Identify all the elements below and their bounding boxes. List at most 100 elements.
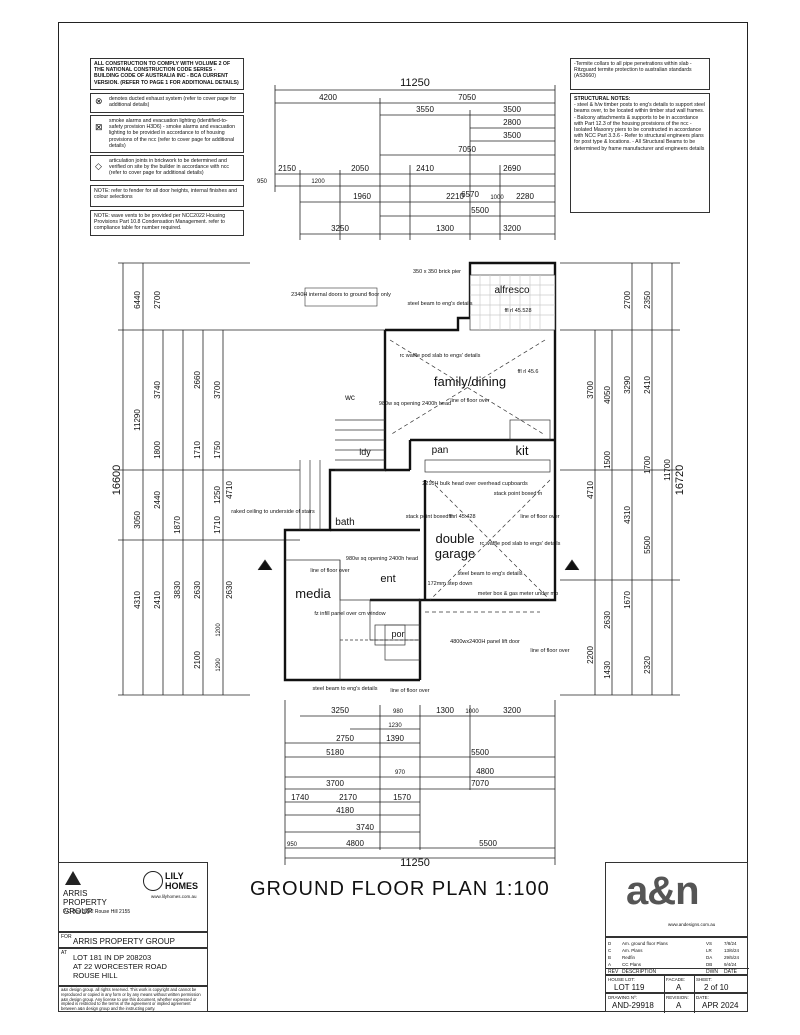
rev-row-1-dwn: LR	[706, 948, 712, 953]
dim-bot-r1-d: 1000	[465, 709, 479, 715]
dim-top-r1-a: 4200	[319, 93, 337, 102]
internal-doors-note: 2340H internal doors to ground floor onl…	[291, 292, 391, 298]
dim-top-r10-c: 3200	[503, 224, 521, 233]
rev-row-3-rev: A	[608, 962, 612, 967]
dim-top-r8-d: 2280	[516, 192, 534, 201]
floor-over-note-3: line of floor over	[310, 568, 349, 574]
dim-bot-overall: 11250	[400, 857, 430, 869]
garage-door-note: 4800wx2400H panel lift door	[450, 639, 520, 645]
date-label: DATE:	[696, 995, 709, 1000]
room-alfresco: alfresco	[494, 285, 529, 296]
rev-header-rev: REV	[608, 969, 619, 975]
opening-note-2: 980w sq opening 2400h head	[346, 556, 418, 562]
dim-left-16: 2410	[153, 591, 162, 609]
dim-top-r3: 2800	[503, 118, 521, 127]
dim-top-r6-d: 2690	[503, 164, 521, 173]
builder-address: P.O Box 3232 Rouse Hill 2155	[63, 909, 131, 915]
stack-point-note-1: stack point boxed in	[494, 491, 543, 497]
builder-block: ARRIS PROPERTY GROUP P.O Box 3232 Rouse …	[58, 862, 208, 932]
house-lot-value: LOT 119	[614, 983, 645, 992]
lily-logo-icon	[143, 871, 163, 891]
dim-bot-r1-a: 3250	[331, 706, 349, 715]
dim-bot-r7-b: 2170	[339, 793, 357, 802]
dim-left-22: 1290	[216, 658, 222, 672]
floor-over-note-4: line of floor over	[530, 648, 569, 654]
dim-left-8: 1750	[213, 441, 222, 459]
dim-right-14: 2200	[586, 646, 595, 664]
dim-bot-r7-a: 1740	[291, 793, 309, 802]
articulation-icon: ◇	[95, 161, 102, 171]
room-wc: wc	[344, 393, 355, 402]
revision-value: A	[676, 1001, 682, 1010]
partner-name: LILY HOMES	[165, 871, 199, 891]
designer-block: a&n www.andesigns.com.au	[605, 862, 748, 937]
dim-bot-r6-b: 7070	[471, 779, 489, 788]
partner-url: www.lilyhomes.com.au	[151, 894, 197, 899]
dim-left-9: 4710	[225, 481, 234, 499]
rev-row-0-dwn: VS	[706, 941, 713, 946]
dim-bot-r5-b: 4800	[476, 767, 494, 776]
revision-table: D Am. ground floor Plans VS 7/8/24 C Am.…	[605, 937, 749, 975]
dim-top-r2-a: 3550	[416, 105, 434, 114]
dim-right-3: 4050	[603, 386, 612, 404]
fender-note: NOTE: refer to fender for all door heigh…	[90, 185, 244, 207]
drawing-label: DRAWING Nº:	[608, 995, 637, 1000]
dim-left-7: 1710	[193, 441, 202, 459]
client-label: FOR	[61, 934, 72, 940]
builder-name: ARRIS PROPERTY GROUP	[63, 889, 107, 916]
dim-right-5: 2410	[643, 376, 652, 394]
dim-left-17: 3830	[173, 581, 182, 599]
arris-logo-icon	[65, 871, 81, 885]
bulkhead-note: 2210H bulk head over overhead cupboards	[422, 481, 528, 487]
meter-box-note: meter box & gas meter under mb	[478, 591, 558, 597]
rev-header-desc: DESCRIPTION	[622, 969, 657, 975]
dim-left-0: 6440	[133, 291, 142, 309]
dim-left-2: 2700	[153, 291, 162, 309]
rev-row-3-dwn: DB	[706, 962, 713, 967]
dim-top-r7-b: 1200	[311, 179, 325, 185]
room-entry: ent	[380, 573, 395, 585]
dim-left-10: 1250	[213, 486, 222, 504]
rev-row-2-rev: B	[608, 955, 612, 960]
structural-note: STRUCTURAL NOTES:- steel & h/w timber po…	[570, 93, 710, 213]
dim-top-overall: 11250	[400, 77, 430, 89]
steel-beam-note-1: steel beam to eng's details	[408, 301, 473, 307]
waffle-pod-note-1: rc waffle pod slab to engs' details	[400, 353, 481, 359]
dim-top-r6-c: 2410	[416, 164, 434, 173]
dim-bot-r3-b: 1390	[386, 734, 404, 743]
articulation-legend: ◇ articulation joints in brickwork to be …	[90, 155, 244, 181]
site-line-2: AT 22 WORCESTER ROAD	[73, 962, 167, 971]
dim-left-14: 1710	[213, 516, 222, 534]
dim-left-20: 1200	[216, 623, 222, 637]
designer-url: www.andesigns.com.au	[668, 922, 716, 927]
dim-bot-r1-e: 3200	[503, 706, 521, 715]
rev-row-1-date: 13/6/24	[724, 948, 740, 953]
dim-left-15: 4310	[133, 591, 142, 609]
dim-right-7: 1500	[603, 451, 612, 469]
rev-row-2-dwn: DA	[706, 955, 713, 960]
dim-right-4: 3290	[623, 376, 632, 394]
dim-right-8: 4710	[586, 481, 595, 499]
dim-right-overall: 16720	[674, 465, 686, 496]
facade-value: A	[676, 983, 682, 992]
revision-label: REVISION:	[666, 995, 689, 1000]
ffl-note-1: ffl rl 45.6	[518, 369, 539, 375]
dim-top-r10-b: 1300	[436, 224, 454, 233]
dim-right-6: 11700	[663, 459, 672, 481]
dim-bot-r3-a: 2750	[336, 734, 354, 743]
room-garage-1: double	[435, 531, 474, 546]
dim-top-r4: 3500	[503, 131, 521, 140]
articulation-text: articulation joints in brickwork to be d…	[109, 158, 229, 177]
dim-top-r6-b: 2050	[351, 164, 369, 173]
dim-right-16: 2320	[643, 656, 652, 674]
dim-left-18: 2630	[193, 581, 202, 599]
sheet-value: 2 of 10	[704, 983, 729, 992]
site-line-3: ROUSE HILL	[73, 971, 118, 980]
dim-bot-r2: 1230	[388, 723, 402, 729]
dim-top-r8-a: 1960	[353, 192, 371, 201]
dim-top-r7-a: 950	[257, 179, 268, 185]
exhaust-icon: ⊗	[95, 96, 103, 106]
house-lot-label: HOUSE LOT:	[608, 977, 635, 982]
rev-row-1-desc: Am. Plans	[622, 948, 643, 953]
dim-left-11: 3050	[133, 511, 142, 529]
